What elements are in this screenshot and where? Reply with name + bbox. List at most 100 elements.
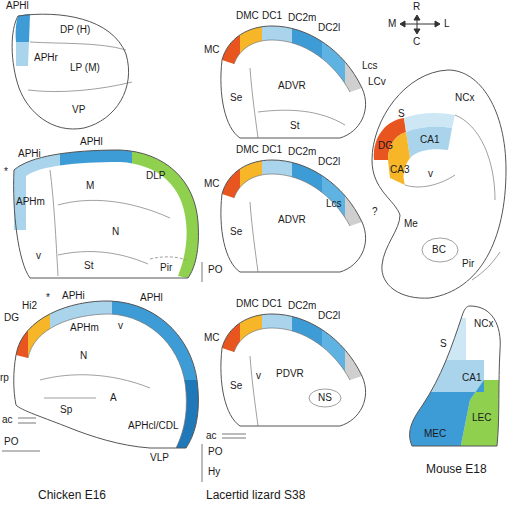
region-label: DC1 [262,10,282,22]
chicken-section-middle [0,140,212,290]
section-outline [410,306,501,446]
arrowhead [400,21,405,27]
region-label: NCx [455,92,474,104]
species-caption: Mouse E18 [426,462,487,476]
region-label: DMC [236,144,259,156]
region-label: APHl [140,292,163,304]
region-label: St [290,120,299,132]
section-outline [12,14,128,129]
boundary-line [472,252,500,280]
region-label: v [118,320,123,332]
region-label: ADVR [278,80,306,92]
region-label: S [398,108,405,120]
section-outline [14,301,199,448]
region-label: LEC [472,412,491,424]
region-label: DMC [236,10,259,22]
region-label: C [413,36,420,48]
species-caption: Lacertid lizard S38 [206,488,305,502]
commissure-lines [18,418,36,423]
boundary-line [58,252,148,264]
region-label: APHi [62,290,85,302]
region-label: APHr [34,52,58,64]
region-label: PO [4,436,18,448]
arrowhead [414,29,420,34]
region-label: APHm [70,322,99,334]
arrowhead [435,21,440,27]
region-label: CA3 [390,164,409,176]
dashed-boundary [150,257,186,260]
ca1-fill [430,360,484,392]
boundary-line [30,42,126,50]
cortex-band [0,140,212,290]
region-label: N [80,350,87,362]
region-label: VP [72,104,85,116]
region-label: DMC [236,298,259,310]
section-outline [14,150,199,278]
region-label: * [46,292,50,304]
region-label: Se [230,380,242,392]
region-label: APHl [80,136,103,148]
boundary-line [58,200,170,218]
midline [202,262,203,282]
boundary-line [28,82,132,92]
region-label: v [36,250,41,262]
region-label: Sp [60,404,72,416]
region-label: S [440,338,447,350]
region-label: Se [230,226,242,238]
region-label: LCv [368,76,386,88]
mouse-section-caudal [405,306,505,450]
region-label: Me [404,218,418,230]
region-label: PO [208,446,222,458]
ca3-fill [388,132,410,185]
region-label: v [428,168,433,180]
region-label: MEC [424,428,446,440]
ventricle-line [28,314,186,448]
region-label: APHl [6,0,29,12]
region-label: ac [206,430,217,442]
region-label: APHi [18,148,41,160]
region-label: MC [204,332,220,344]
region-label: M [86,180,94,192]
region-label: Lcs [362,60,378,72]
region-label: M [388,18,396,30]
region-label: Lcs [326,198,342,210]
cortex-band [0,290,212,460]
section-outline [372,70,506,298]
arrowhead [414,15,420,20]
region-label: * [4,166,8,178]
chicken-section-rostral [12,14,132,129]
species-caption: Chicken E16 [38,488,106,502]
region-label: A [110,392,117,404]
region-label: LP (M) [70,62,100,74]
region-label: Se [230,92,242,104]
region-label: Hi2 [22,300,37,312]
po-line [2,451,40,452]
boundary-line [258,110,345,125]
region-label: L [444,18,450,30]
lizard-section-rostral [200,0,375,140]
region-label: DC2l [318,156,340,168]
lizard-section-caudal [200,288,375,428]
aphr-fill [16,42,29,66]
aphl-fill [60,140,132,290]
ca1-fill [406,127,452,158]
region-label: DG [378,140,393,152]
amygdala-outline [422,238,458,262]
boundary-line [44,398,96,399]
midline [202,444,203,482]
region-label: ? [372,206,378,218]
region-label: DC2m [288,146,316,158]
region-label: DP (H) [60,24,90,36]
region-label: Pir [160,262,172,274]
commissure-lines [222,434,246,438]
region-label: PDVR [276,368,304,380]
region-label: St [84,260,93,272]
lizard-section-middle [200,134,375,274]
nucleus-outline [309,389,341,407]
region-label: R [413,1,420,13]
region-label: DC2l [318,310,340,322]
dlp-fill [132,140,212,290]
region-label: NS [318,392,332,404]
region-label: rp [0,372,9,384]
